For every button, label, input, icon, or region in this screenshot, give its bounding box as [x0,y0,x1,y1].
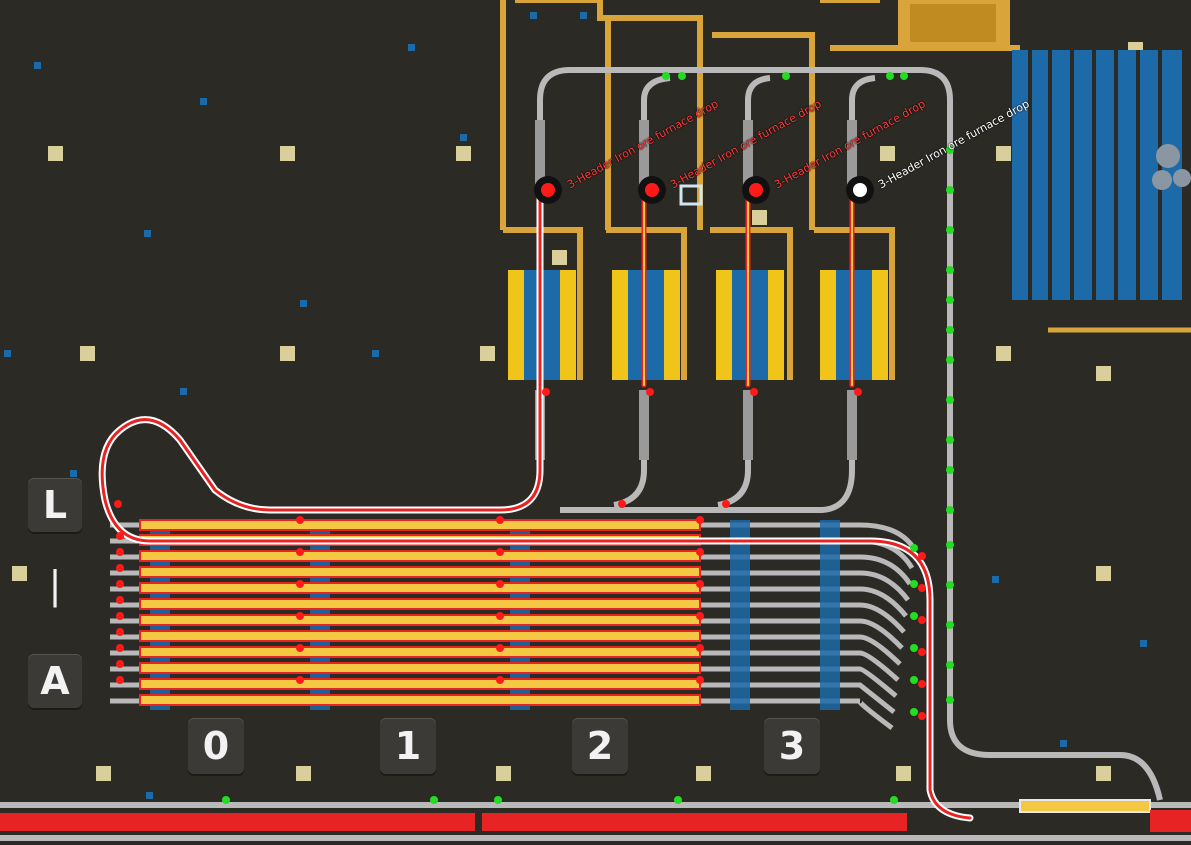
hotkey-separator: | [48,563,62,607]
bottom-belts [0,799,1191,832]
rails [0,67,1191,841]
hotkey-a-button[interactable]: A [28,654,82,708]
train-path [98,186,974,822]
green-signals [222,72,954,804]
slot-2-button[interactable]: 2 [572,718,628,774]
iron-ore-icon [1152,144,1191,190]
red-signals [114,388,926,720]
slot-0-button[interactable]: 0 [188,718,244,774]
slot-1-button[interactable]: 1 [380,718,436,774]
selection-square [679,184,703,206]
gold-block-inner [910,4,996,42]
hotkey-l-button[interactable]: L [28,478,82,532]
slot-3-button[interactable]: 3 [764,718,820,774]
train-stop-icon [534,176,874,204]
terrain-dots [4,12,1147,799]
tan-markers [12,42,1143,781]
smelter-building [500,0,1020,380]
